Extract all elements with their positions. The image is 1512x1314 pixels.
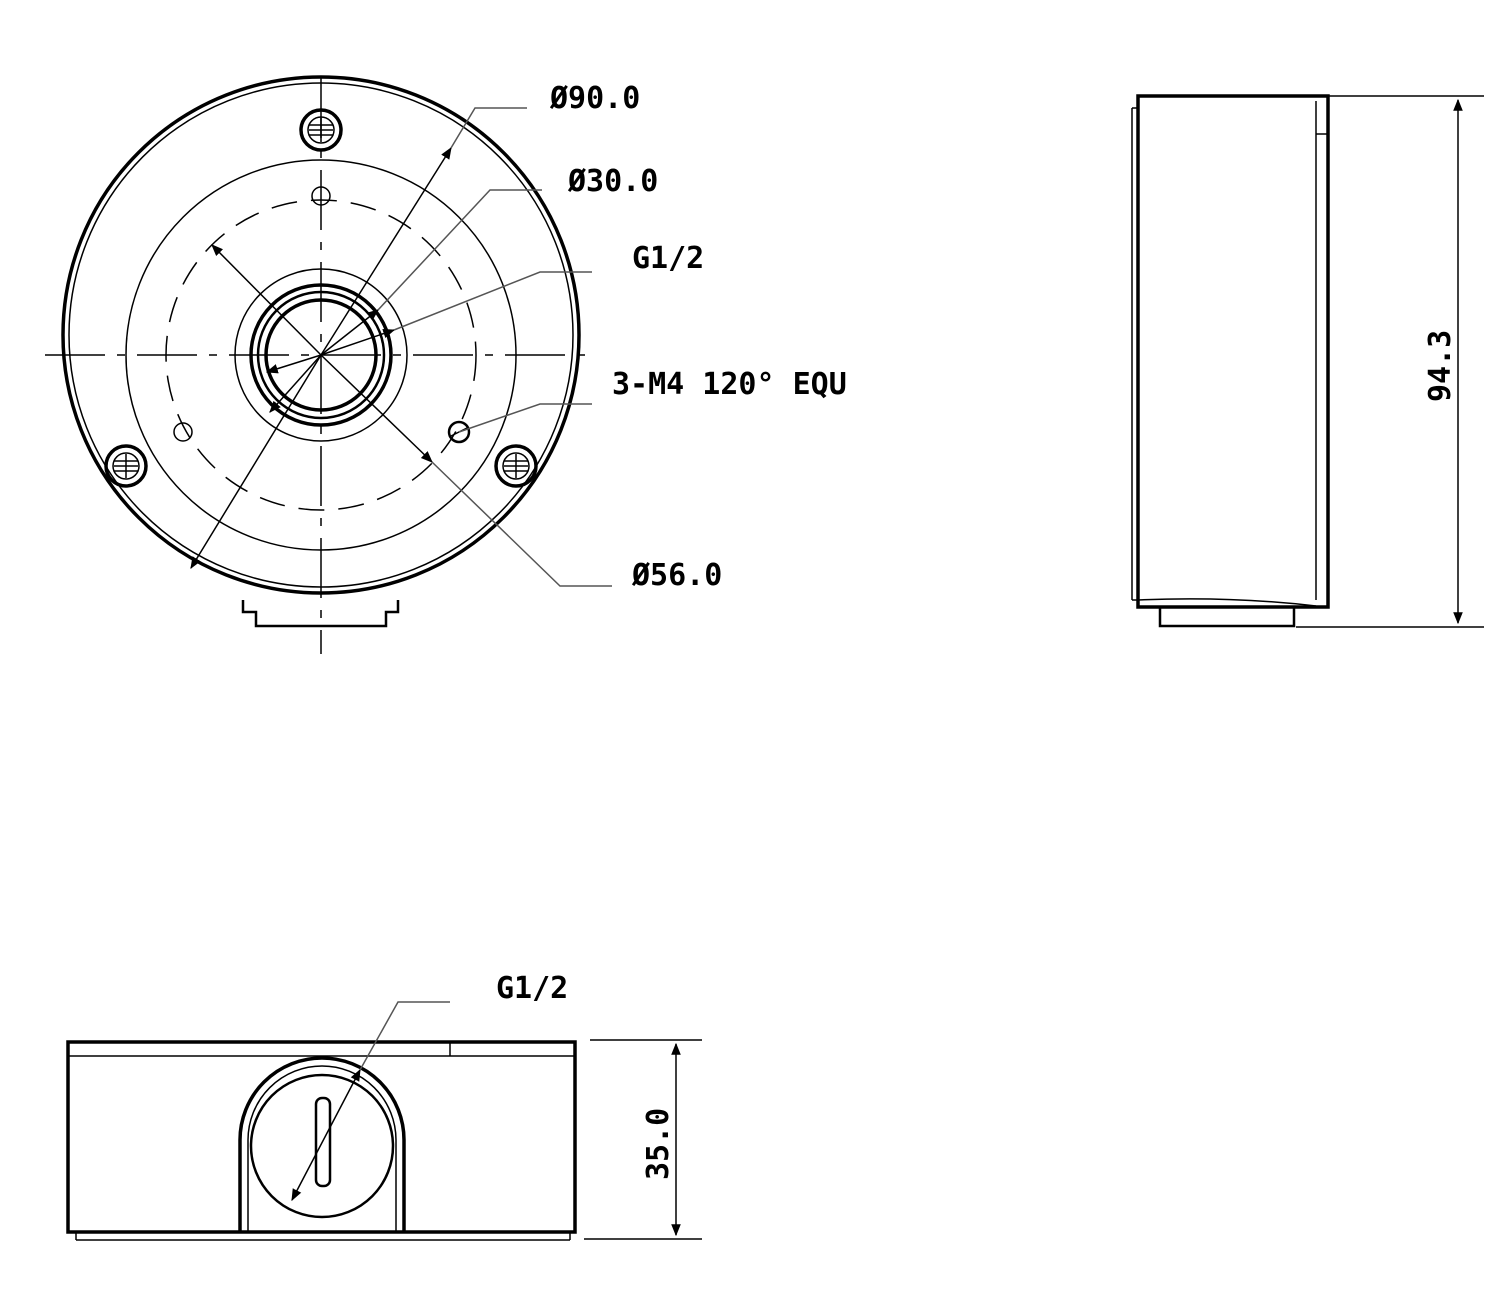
dim-line-pcd-a: [211, 244, 322, 356]
side-view-bottom-lug: [1158, 607, 1296, 628]
screw-head-top: [299, 108, 343, 152]
label-screw-note: 3-M4 120° EQU: [612, 367, 847, 402]
side-body: [1136, 94, 1330, 609]
side-view: 94.3: [1131, 94, 1484, 628]
front-view-bottom-lug: [241, 600, 400, 628]
leader-inner: [377, 189, 542, 311]
label-height: 94.3: [1423, 330, 1458, 402]
label-outer-diameter: Ø90.0: [549, 81, 640, 116]
label-thread-bottom: G1/2: [496, 971, 568, 1006]
label-thread-front: G1/2: [632, 241, 704, 276]
small-hole-top: [311, 186, 331, 206]
leader-thread: [393, 271, 592, 331]
dim-line-thread: [320, 328, 396, 356]
dim-line-diameter-b: [265, 354, 322, 374]
leader-outer: [450, 107, 527, 149]
label-depth: 35.0: [641, 1108, 676, 1180]
conduit-opening: [249, 1073, 395, 1219]
screw-head-right: [494, 444, 538, 488]
conduit-boss: [238, 1056, 406, 1232]
front-view: Ø90.0 Ø30.0 G1/2 3-M4 120° EQU Ø56.0: [45, 75, 847, 654]
bottom-view: G1/2 35.0: [66, 971, 702, 1241]
dim-line-pcd-b: [320, 354, 433, 463]
dim-line-screw: [269, 354, 322, 413]
small-hole-left: [173, 422, 193, 442]
leader-thread-bottom: [359, 1001, 450, 1071]
leader-pcd: [431, 461, 612, 587]
dim-line-inner: [320, 309, 379, 356]
screw-head-left: [104, 444, 148, 488]
dim-line-outer: [320, 146, 452, 356]
leader-screw: [458, 403, 592, 433]
bottom-body: [66, 1040, 577, 1234]
dim-line-thread-bottom: [291, 1068, 361, 1202]
label-inner-diameter: Ø30.0: [567, 164, 658, 199]
label-pcd-diameter: Ø56.0: [631, 558, 722, 593]
dim-line-diameter-a: [190, 354, 322, 570]
